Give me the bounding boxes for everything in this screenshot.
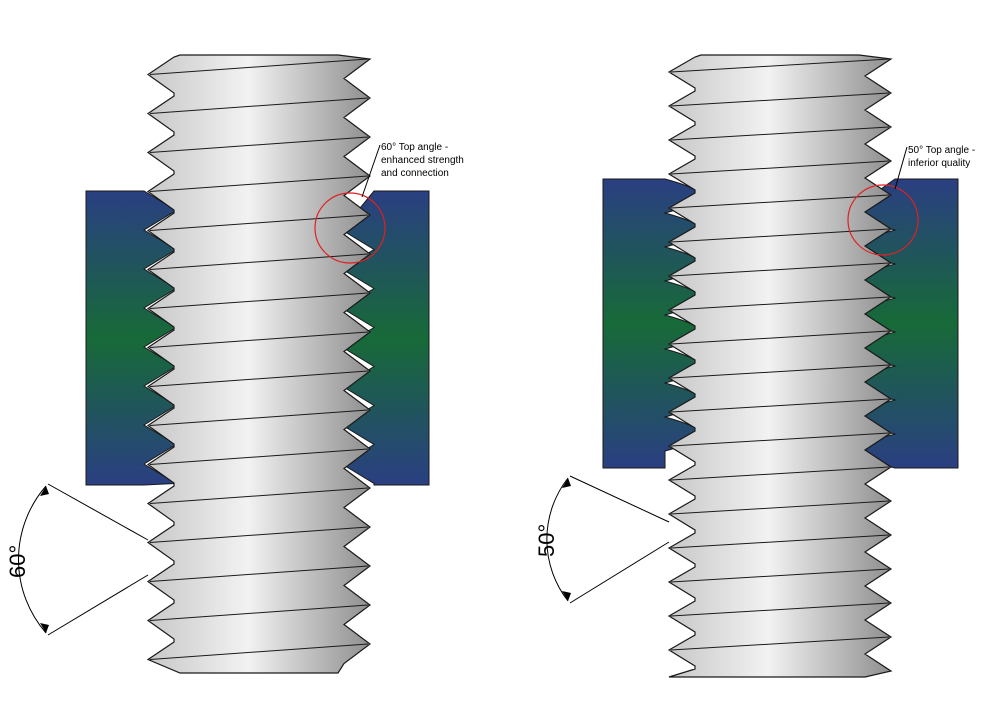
left-angle-leg-lower [47, 574, 149, 636]
helix-line [670, 228, 890, 243]
left-angle-label: 60° [5, 545, 30, 578]
helix-line [670, 330, 890, 345]
helix-line [670, 364, 890, 379]
right-angle-leg-upper [569, 475, 670, 523]
right-angle-label: 50° [534, 524, 559, 557]
left-arrow-top [40, 486, 49, 496]
helix-line [149, 292, 369, 309]
left-helix-lines [149, 58, 369, 660]
right-arrow-bottom [562, 591, 571, 601]
left-annotation-leader [361, 144, 381, 198]
helix-line [149, 604, 369, 621]
left-annotation: 60° Top angle - enhanced strength and co… [381, 142, 467, 179]
right-nut-left-half [602, 178, 699, 469]
left-angle-arc [18, 485, 47, 634]
helix-line [670, 568, 890, 583]
helix-line [149, 331, 369, 348]
helix-line [149, 487, 369, 504]
left-highlight-circle [314, 192, 386, 264]
right-thread-diagram: 50° Top angle - inferior quality 50° [534, 54, 978, 678]
helix-line [670, 432, 890, 447]
helix-line [670, 262, 890, 277]
helix-line [149, 526, 369, 543]
right-angle-leg-lower [569, 541, 670, 604]
helix-line [670, 160, 890, 175]
right-bolt-body [667, 54, 893, 678]
helix-line [149, 97, 369, 114]
helix-line [149, 370, 369, 387]
right-angle-indicator: 50° [534, 475, 670, 604]
right-helix-lines [670, 58, 890, 651]
right-arrow-top [562, 478, 571, 488]
helix-line [670, 500, 890, 515]
right-annotation-leader [894, 146, 908, 190]
helix-line [670, 534, 890, 549]
left-nut-right-half [341, 190, 430, 486]
helix-line [670, 126, 890, 141]
helix-line [149, 409, 369, 426]
helix-line [670, 194, 890, 209]
helix-line [149, 214, 369, 231]
helix-line [149, 253, 369, 270]
helix-line [149, 643, 369, 660]
helix-line [670, 466, 890, 481]
left-angle-indicator: 60° [5, 483, 149, 636]
helix-line [670, 58, 890, 73]
helix-line [670, 296, 890, 311]
left-thread-diagram: 60° Top angle - enhanced strength and co… [5, 54, 467, 674]
helix-line [670, 636, 890, 651]
left-bolt-body [146, 54, 372, 674]
helix-line [670, 602, 890, 617]
helix-line [149, 136, 369, 153]
helix-line [670, 398, 890, 413]
left-arrow-bottom [40, 623, 49, 633]
helix-line [149, 448, 369, 465]
right-angle-arc [546, 477, 569, 602]
left-angle-leg-upper [47, 483, 149, 541]
helix-line [670, 92, 890, 107]
helix-line [149, 58, 369, 75]
right-highlight-circle [847, 184, 919, 256]
helix-line [149, 565, 369, 582]
right-annotation: 50° Top angle - inferior quality [908, 145, 978, 169]
helix-line [149, 175, 369, 192]
